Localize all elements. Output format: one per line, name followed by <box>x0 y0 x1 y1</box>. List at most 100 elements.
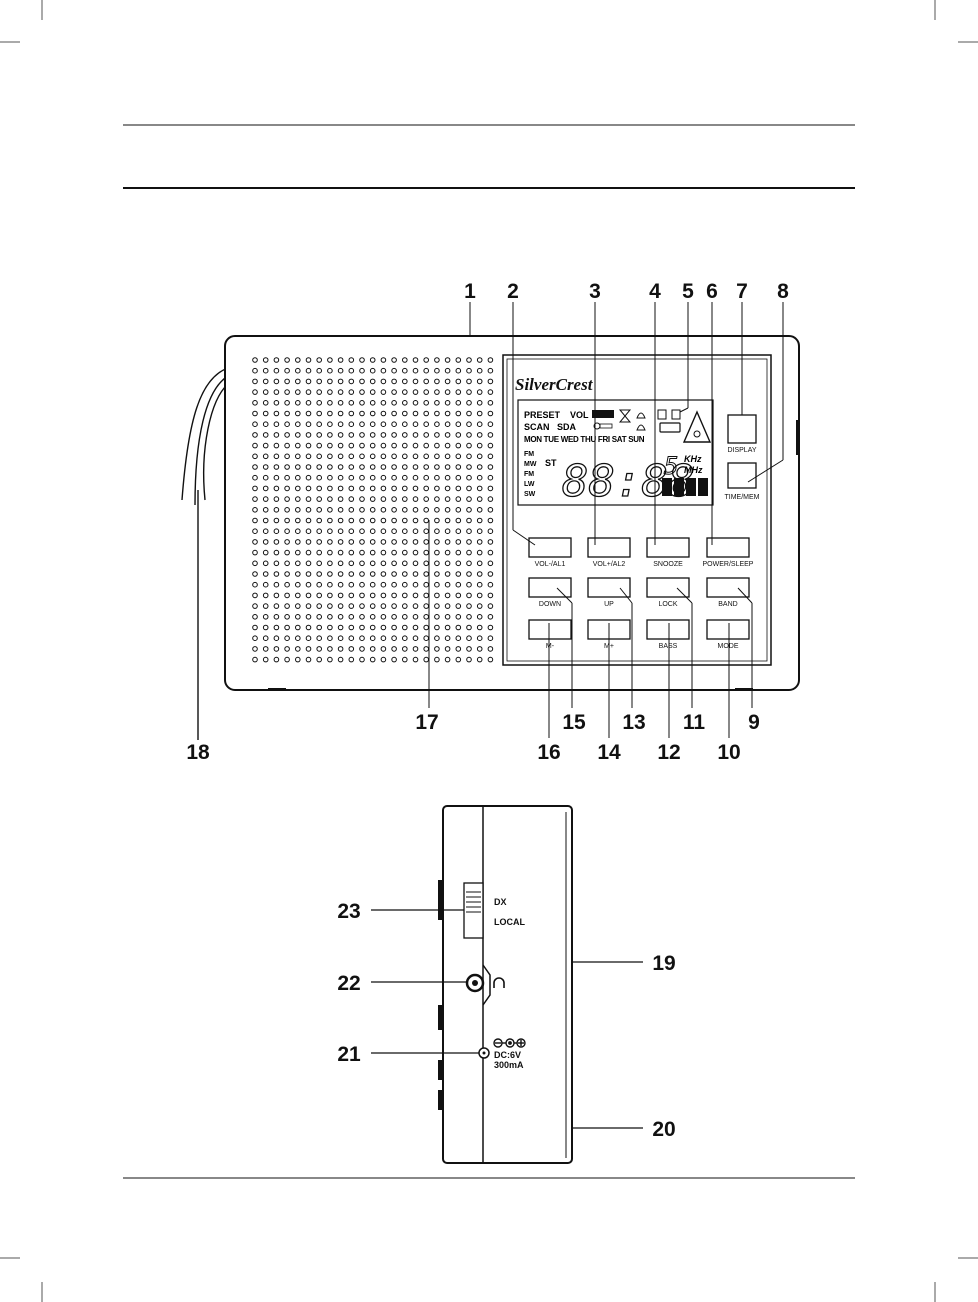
grille-hole <box>337 517 344 524</box>
keypad-button-snooze[interactable] <box>646 537 690 558</box>
grille-hole <box>252 571 258 577</box>
grille-hole <box>316 421 323 428</box>
grille-hole <box>412 624 419 631</box>
grille-hole <box>402 442 408 449</box>
grille-hole <box>466 539 472 545</box>
grille-hole <box>434 549 440 556</box>
grille-hole <box>262 410 269 417</box>
grille-hole <box>434 539 440 545</box>
grille-hole <box>262 528 269 535</box>
grille-hole <box>295 560 301 567</box>
grille-hole <box>444 592 451 599</box>
grille-hole <box>327 528 333 535</box>
keypad-button-vol-al1[interactable] <box>528 537 572 558</box>
grille-hole <box>359 603 365 609</box>
display-button[interactable] <box>727 414 757 444</box>
grille-hole <box>327 656 333 663</box>
grille-hole <box>284 624 290 631</box>
grille-hole <box>412 635 419 642</box>
grille-hole <box>262 517 269 524</box>
keypad-button-bass[interactable] <box>646 619 690 640</box>
grille-hole <box>369 474 376 481</box>
grille-hole <box>348 357 355 363</box>
callout-9: 9 <box>748 711 760 734</box>
grille-hole <box>337 410 344 417</box>
grille-hole <box>391 539 397 545</box>
grille-hole <box>305 592 312 599</box>
grille-hole <box>391 389 397 395</box>
grille-hole <box>295 635 301 642</box>
grille-hole <box>434 357 440 363</box>
grille-hole <box>273 421 280 428</box>
grille-hole <box>466 571 472 577</box>
grille-hole <box>380 646 387 652</box>
keypad-button-band[interactable] <box>706 577 750 598</box>
grille-hole <box>455 485 462 492</box>
grille-hole <box>316 378 323 385</box>
grille-hole <box>284 581 290 588</box>
grille-hole <box>369 539 376 545</box>
grille-hole <box>466 603 472 609</box>
grille-hole <box>455 421 462 428</box>
grille-hole <box>391 453 397 460</box>
grille-hole <box>434 581 440 588</box>
keypad-button-lock[interactable] <box>646 577 690 598</box>
grille-hole <box>369 357 376 363</box>
grille-hole <box>369 367 376 374</box>
keypad-button-m-[interactable] <box>528 619 572 640</box>
grille-hole <box>455 410 462 417</box>
keypad-button-label: BASS <box>659 643 678 650</box>
keypad-button-vol-al2[interactable] <box>587 537 631 558</box>
grille-hole <box>412 474 419 481</box>
grille-hole <box>476 581 483 588</box>
keypad-button-down[interactable] <box>528 577 572 598</box>
grille-hole <box>455 656 462 663</box>
grille-hole <box>262 507 269 513</box>
grille-hole <box>466 496 472 502</box>
grille-hole <box>316 410 323 417</box>
grille-hole <box>380 464 387 470</box>
grille-hole <box>476 474 483 481</box>
callout-21: 21 <box>337 1043 361 1066</box>
grille-hole <box>262 624 269 631</box>
switch-label-local: LOCAL <box>494 917 525 927</box>
grille-hole <box>337 432 344 438</box>
grille-hole <box>305 474 312 481</box>
grille-hole <box>295 400 301 406</box>
grille-hole <box>252 378 258 385</box>
grille-hole <box>455 560 462 567</box>
lcd-band-fm2: FM <box>524 471 534 478</box>
grille-hole <box>444 410 451 417</box>
brand-logo: SilverCrest <box>515 375 594 394</box>
grille-hole <box>487 614 494 620</box>
grille-hole <box>487 528 494 535</box>
grille-hole <box>305 410 312 417</box>
grille-hole <box>476 378 483 385</box>
grille-hole <box>423 421 430 428</box>
keypad-button-up[interactable] <box>587 577 631 598</box>
grille-hole <box>466 367 472 374</box>
antenna-wires <box>181 367 229 740</box>
grille-hole <box>295 656 301 663</box>
grille-hole <box>327 357 333 363</box>
grille-hole <box>359 421 365 428</box>
keypad-button-power-sleep[interactable] <box>706 537 750 558</box>
grille-hole <box>273 496 280 502</box>
grille-hole <box>412 421 419 428</box>
grille-hole <box>262 539 269 545</box>
grille-hole <box>369 635 376 642</box>
lcd-digits: 88:88 <box>562 456 694 507</box>
grille-hole <box>348 571 355 577</box>
grille-hole <box>434 474 440 481</box>
grille-hole <box>466 635 472 642</box>
grille-hole <box>273 464 280 470</box>
dx-local-switch[interactable] <box>463 882 484 939</box>
grille-hole <box>455 603 462 609</box>
grille-hole <box>487 517 494 524</box>
grille-hole <box>337 528 344 535</box>
grille-hole <box>284 410 290 417</box>
keypad-button-mode[interactable] <box>706 619 750 640</box>
grille-hole <box>348 378 355 385</box>
time-mem-button[interactable] <box>727 462 757 489</box>
grille-hole <box>434 528 440 535</box>
